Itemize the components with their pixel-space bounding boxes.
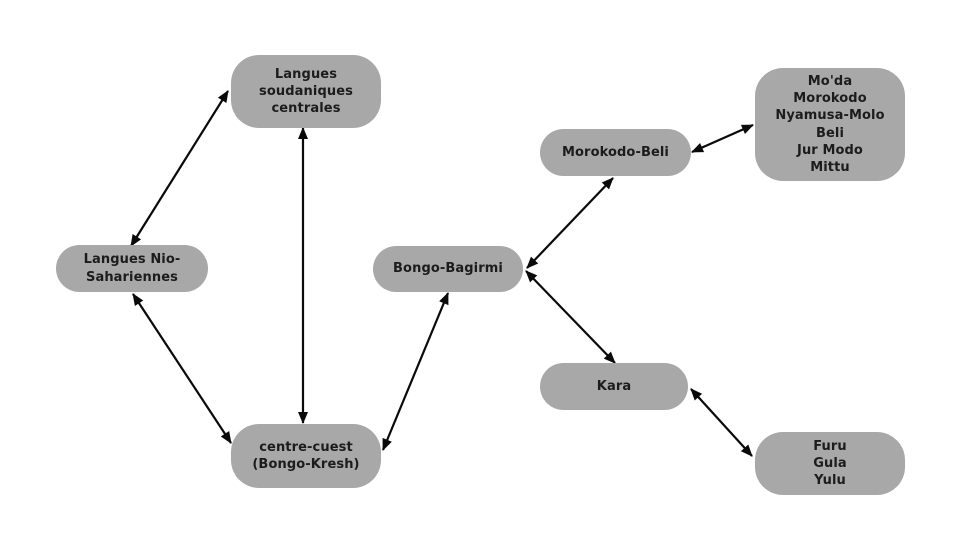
node-langues-nio-sahariennes: Langues Nio- Sahariennes — [56, 245, 208, 292]
node-centre-cuest-bongo-kresh: centre-cuest (Bongo-Kresh) — [231, 424, 381, 488]
node-label: Langues soudaniques centrales — [259, 66, 353, 117]
node-label: Furu Gula Yulu — [813, 438, 847, 489]
edge-langues-nio-sahariennes--centre-cuest-bongo-kresh — [132, 293, 232, 444]
node-moda-group: Mo'da Morokodo Nyamusa-Molo Beli Jur Mod… — [755, 68, 905, 181]
edge-bongo-bagirmi--centre-cuest-bongo-kresh — [381, 292, 450, 451]
node-label: Mo'da Morokodo Nyamusa-Molo Beli Jur Mod… — [775, 74, 885, 175]
edge-bongo-bagirmi--kara — [525, 270, 616, 364]
node-furu-gula-yulu: Furu Gula Yulu — [755, 432, 905, 495]
node-langues-soudaniques-centrales: Langues soudaniques centrales — [231, 55, 381, 128]
edge-langues-nio-sahariennes--langues-soudaniques-centrales — [130, 90, 229, 247]
node-label: Kara — [596, 378, 632, 394]
edge-morokodo-beli--moda-group — [691, 123, 754, 154]
node-morokodo-beli: Morokodo-Beli — [540, 129, 691, 176]
node-label: centre-cuest (Bongo-Kresh) — [252, 439, 360, 472]
node-label: Bongo-Bagirmi — [393, 261, 503, 277]
node-kara: Kara — [540, 363, 688, 410]
node-label: Morokodo-Beli — [561, 144, 669, 160]
edge-kara--furu-gula-yulu — [690, 388, 753, 457]
node-label: Langues Nio- Sahariennes — [83, 252, 181, 285]
node-bongo-bagirmi: Bongo-Bagirmi — [373, 246, 523, 292]
edge-bongo-bagirmi--morokodo-beli — [526, 177, 614, 269]
